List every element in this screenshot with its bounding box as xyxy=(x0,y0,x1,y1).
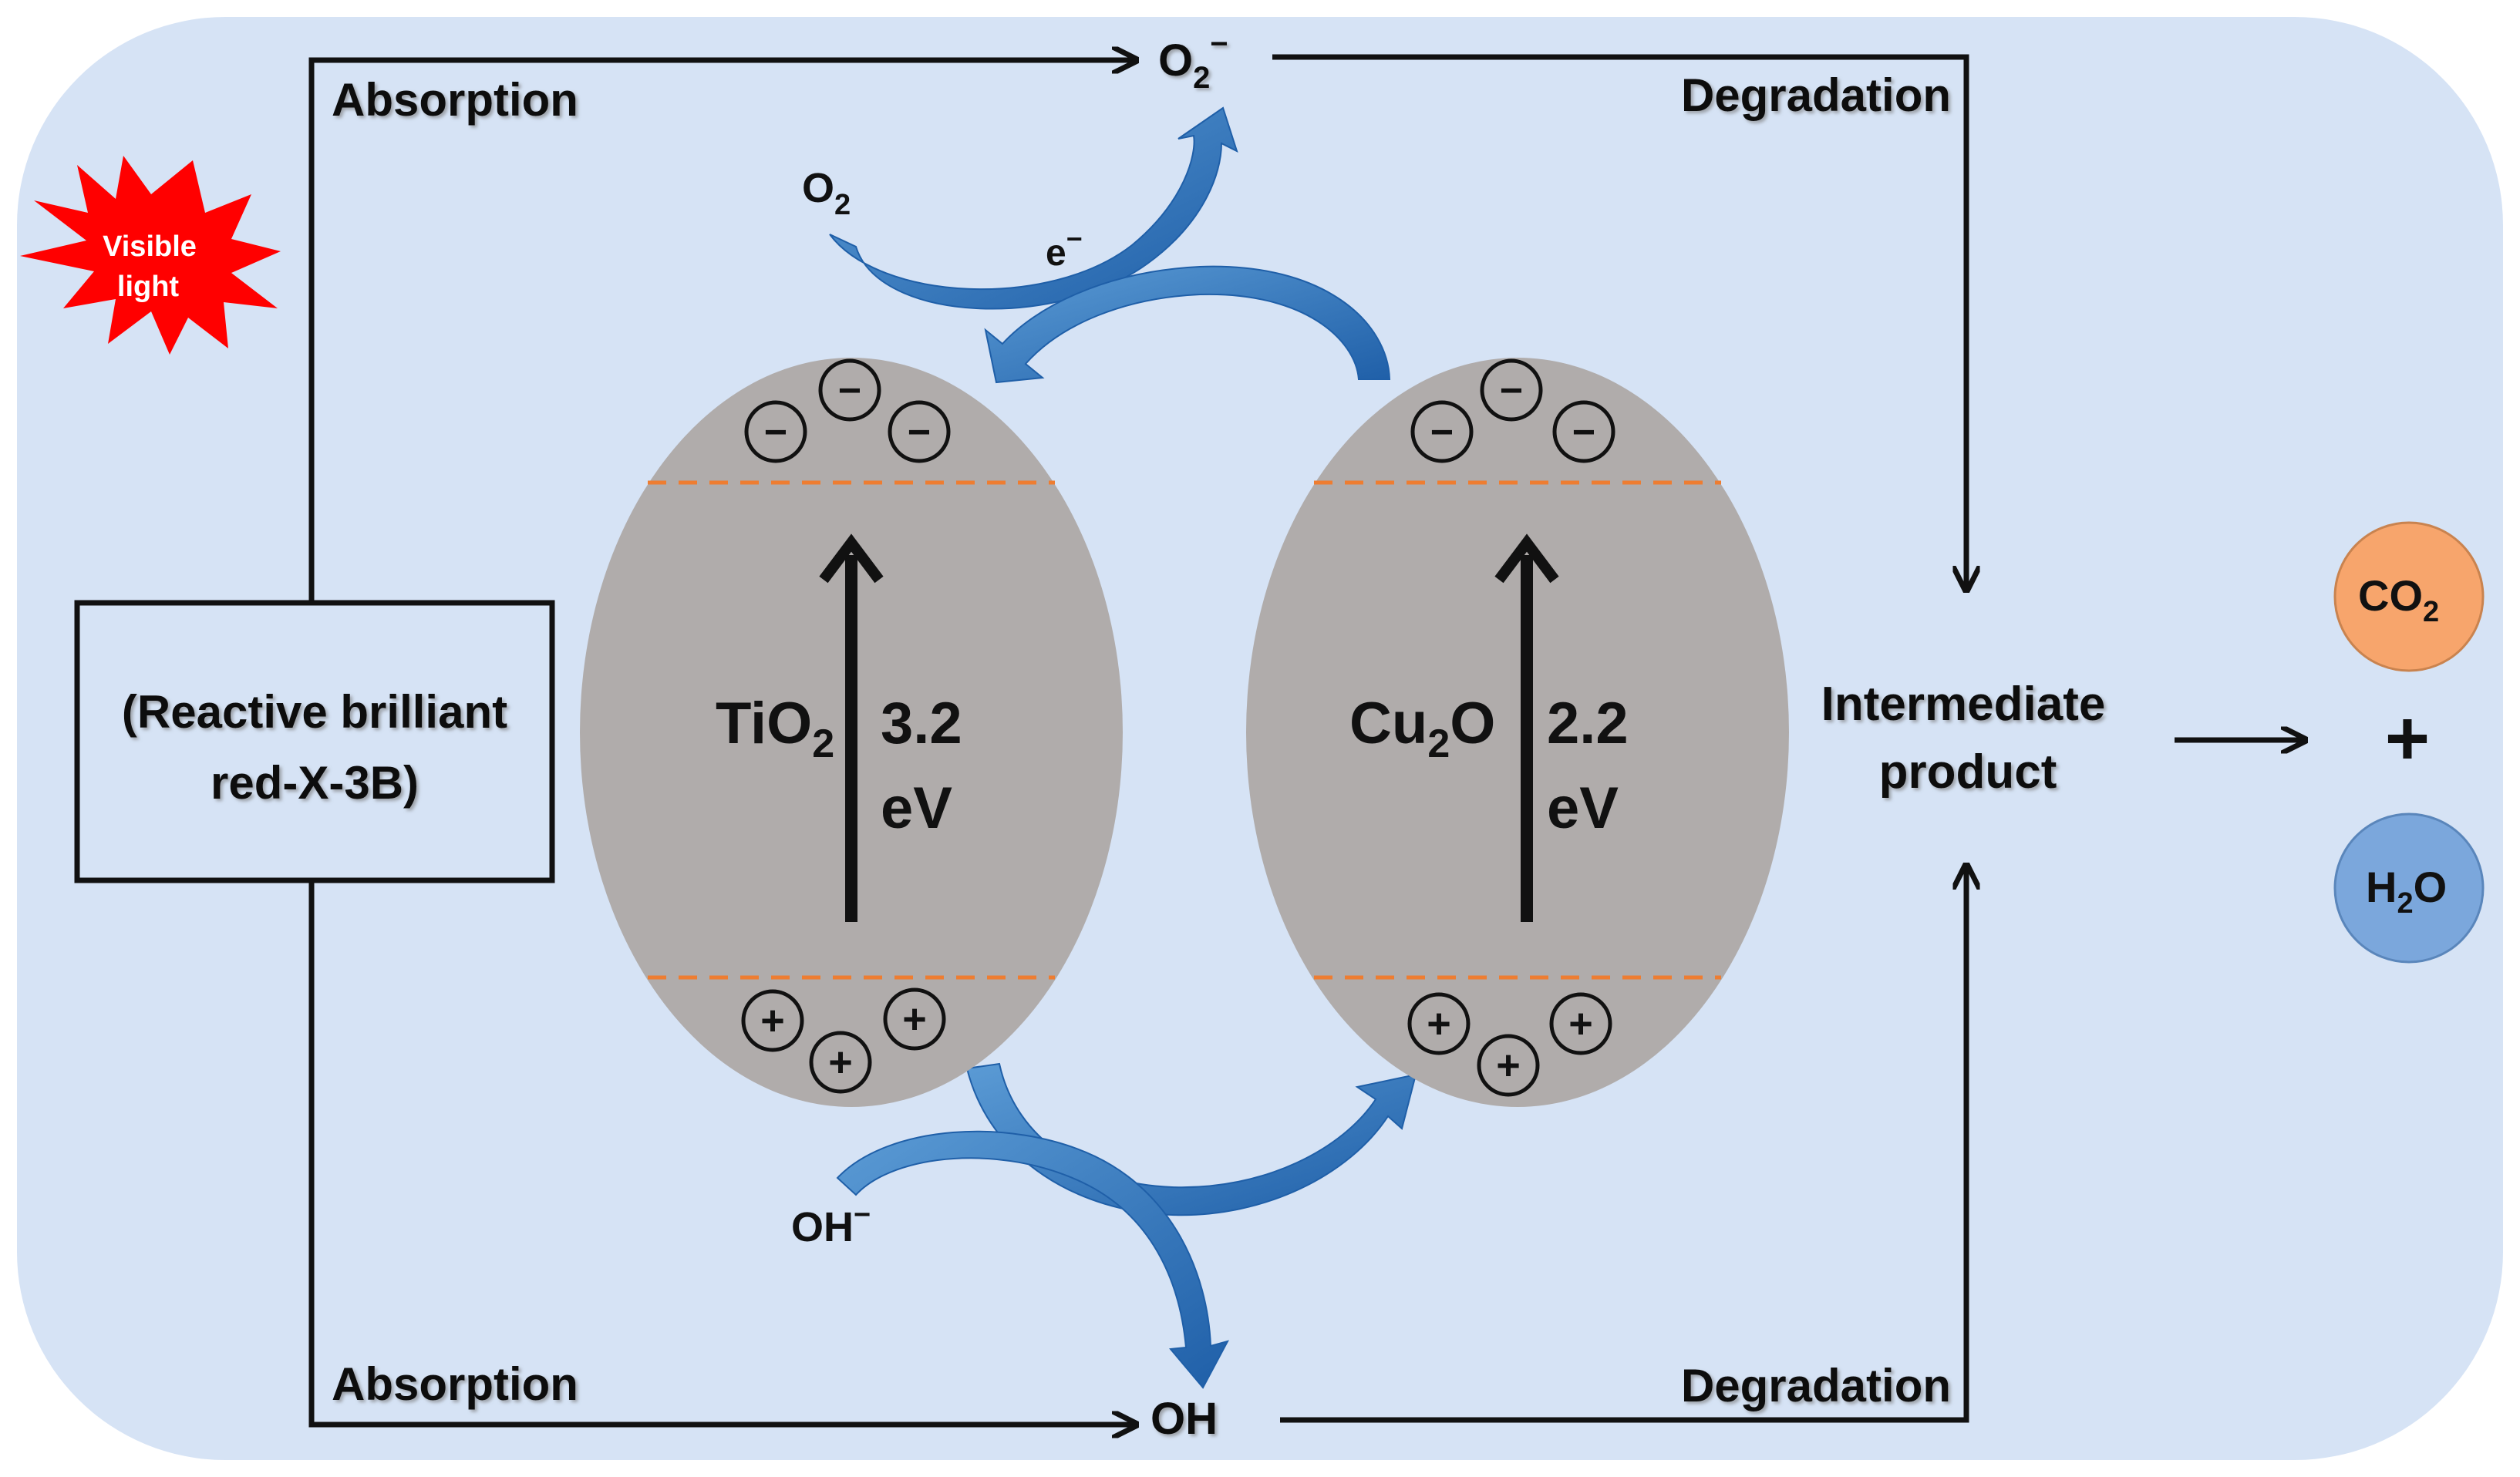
tio2-formula: TiO2 xyxy=(716,691,834,766)
visible-light-line2: light xyxy=(117,271,180,303)
dye-box xyxy=(74,600,555,883)
hole-symbol xyxy=(1477,1034,1540,1097)
charge-glyphs: − − − − − − + + + + + + xyxy=(760,368,1595,1088)
electron-charge: − xyxy=(1430,410,1454,455)
cu2o-gap-unit: eV xyxy=(1547,776,1619,841)
superoxide-label: O2− xyxy=(1158,27,1228,95)
dye-label-line1: (Reactive brilliant xyxy=(122,686,507,738)
oxygen-label: O2 xyxy=(802,165,851,221)
cu2o-ellipse xyxy=(1246,358,1789,1107)
cu2o-particle: Cu2O 2.2 eV xyxy=(1246,358,1789,1107)
electron-symbol xyxy=(744,400,807,463)
visible-light-line1: Visible xyxy=(103,230,197,263)
hydroxide-oxidation-arrow xyxy=(836,1130,1229,1389)
intermediate-label-line1: Intermediate xyxy=(1821,678,2106,731)
flow-lines xyxy=(308,54,2303,1425)
hole-charge: + xyxy=(1496,1042,1521,1088)
absorption-top-arrow xyxy=(308,60,1134,603)
co2-circle xyxy=(2333,521,2485,672)
degradation-bottom-arrow xyxy=(1280,868,1966,1423)
hole-symbol xyxy=(883,987,946,1051)
oxygen-reduction-arrow xyxy=(829,106,1238,310)
hole-charge: + xyxy=(1427,1001,1451,1047)
electron-charge: − xyxy=(838,368,861,413)
cu2o-holes xyxy=(1407,992,1612,1097)
tio2-particle: TiO2 3.2 eV xyxy=(580,358,1123,1107)
hole-symbol xyxy=(1407,992,1471,1055)
electron-charge: − xyxy=(908,410,931,455)
electron-label: e− xyxy=(1046,223,1083,274)
absorption-top-label: Absorption xyxy=(332,74,578,126)
electron-symbol xyxy=(1552,400,1615,463)
degradation-top-arrow xyxy=(1272,54,1966,587)
absorption-bottom-arrow xyxy=(308,880,1134,1425)
hydroxyl-radical-label: OH xyxy=(1151,1394,1218,1444)
tio2-gap-unit: eV xyxy=(881,776,952,841)
cu2o-formula: Cu2O xyxy=(1349,691,1495,766)
cu2o-gap-value: 2.2 xyxy=(1547,691,1629,756)
hole-symbol xyxy=(1549,992,1612,1055)
visible-light-burst: Visible light xyxy=(20,156,281,355)
electron-symbol xyxy=(1480,358,1543,422)
tio2-gap-value: 3.2 xyxy=(881,691,962,756)
electron-transfer-arrow-top xyxy=(984,265,1391,384)
co2-label: CO2 xyxy=(2358,571,2439,628)
hole-symbol xyxy=(741,989,804,1052)
plus-sign: + xyxy=(2385,695,2430,782)
starburst-icon xyxy=(20,156,281,355)
degradation-bottom-label: Degradation xyxy=(1681,1360,1951,1411)
tio2-electrons xyxy=(744,358,951,463)
electron-symbol xyxy=(818,358,881,422)
electron-charge: − xyxy=(1572,410,1595,455)
hydroxide-label: OH− xyxy=(791,1199,871,1250)
degradation-top-label: Degradation xyxy=(1681,69,1951,121)
electron-charge: − xyxy=(1500,368,1523,413)
h2o-label: H2O xyxy=(2366,863,2447,920)
hole-charge: + xyxy=(760,998,785,1044)
hole-charge: + xyxy=(828,1039,853,1085)
cu2o-electrons xyxy=(1410,358,1615,463)
electron-symbol xyxy=(888,400,951,463)
dye-label-line2: red-X-3B) xyxy=(211,757,419,809)
tio2-holes xyxy=(741,987,946,1094)
cu2o-excitation-arrowhead xyxy=(1494,533,1559,584)
tio2-excitation-arrowhead xyxy=(819,533,884,584)
h2o-circle xyxy=(2333,813,2485,964)
hole-charge: + xyxy=(902,996,927,1042)
electron-charge: − xyxy=(764,410,787,455)
electron-symbol xyxy=(1410,400,1474,463)
intermediate-label-line2: product xyxy=(1879,745,2057,799)
absorption-bottom-label: Absorption xyxy=(332,1358,578,1410)
hole-symbol xyxy=(809,1031,872,1094)
hole-charge: + xyxy=(1568,1001,1593,1047)
